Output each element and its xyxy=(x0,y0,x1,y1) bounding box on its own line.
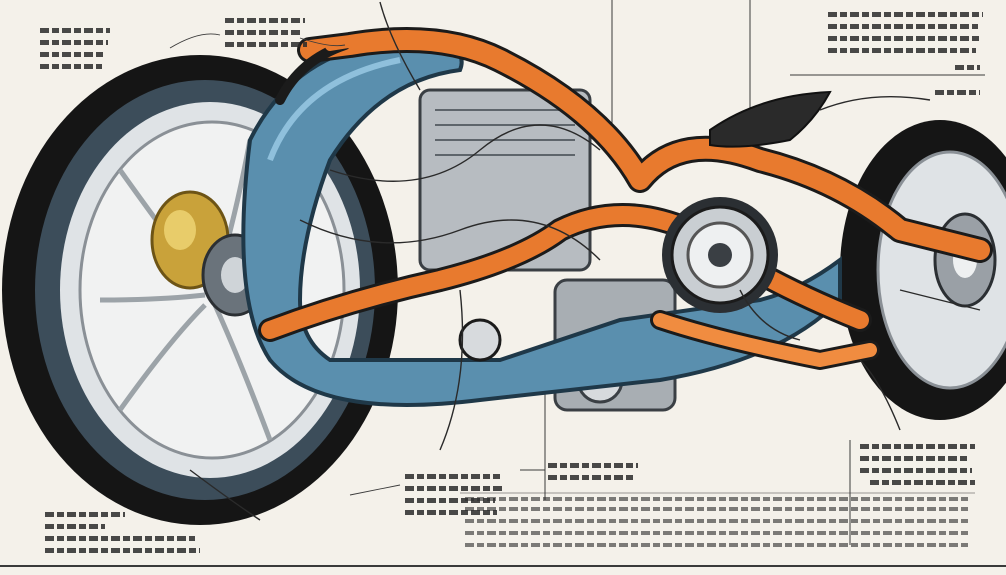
text-block xyxy=(225,42,307,47)
text-block xyxy=(465,543,970,547)
text-block xyxy=(955,65,980,70)
front-wheel xyxy=(840,120,1006,420)
text-block xyxy=(405,486,503,491)
text-block xyxy=(45,548,200,553)
text-block xyxy=(40,40,108,45)
wiring-harness xyxy=(189,1,981,521)
text-block xyxy=(40,52,106,57)
text-block xyxy=(225,30,303,35)
text-block xyxy=(40,64,102,69)
text-block xyxy=(935,90,980,95)
text-block xyxy=(828,48,976,53)
gear-hub-cover xyxy=(458,197,778,362)
text-block xyxy=(45,524,105,529)
leader-lines xyxy=(169,33,545,496)
text-block xyxy=(40,28,110,33)
text-block xyxy=(405,498,495,503)
text-block xyxy=(828,36,981,41)
text-block xyxy=(860,444,975,449)
text-block xyxy=(828,24,978,29)
text-block xyxy=(870,480,975,485)
seat xyxy=(709,90,832,148)
blue-body-panel xyxy=(241,37,842,407)
text-block xyxy=(828,12,983,17)
text-block xyxy=(860,456,970,461)
text-block xyxy=(860,468,972,473)
text-block xyxy=(405,474,500,479)
text-block xyxy=(45,536,195,541)
text-block xyxy=(548,475,633,480)
text-block xyxy=(465,507,970,511)
text-block xyxy=(225,18,305,23)
text-block xyxy=(465,531,970,535)
text-block xyxy=(465,519,970,523)
text-block xyxy=(548,463,638,468)
text-block xyxy=(405,510,497,515)
text-block xyxy=(465,497,970,501)
text-block xyxy=(45,512,125,517)
